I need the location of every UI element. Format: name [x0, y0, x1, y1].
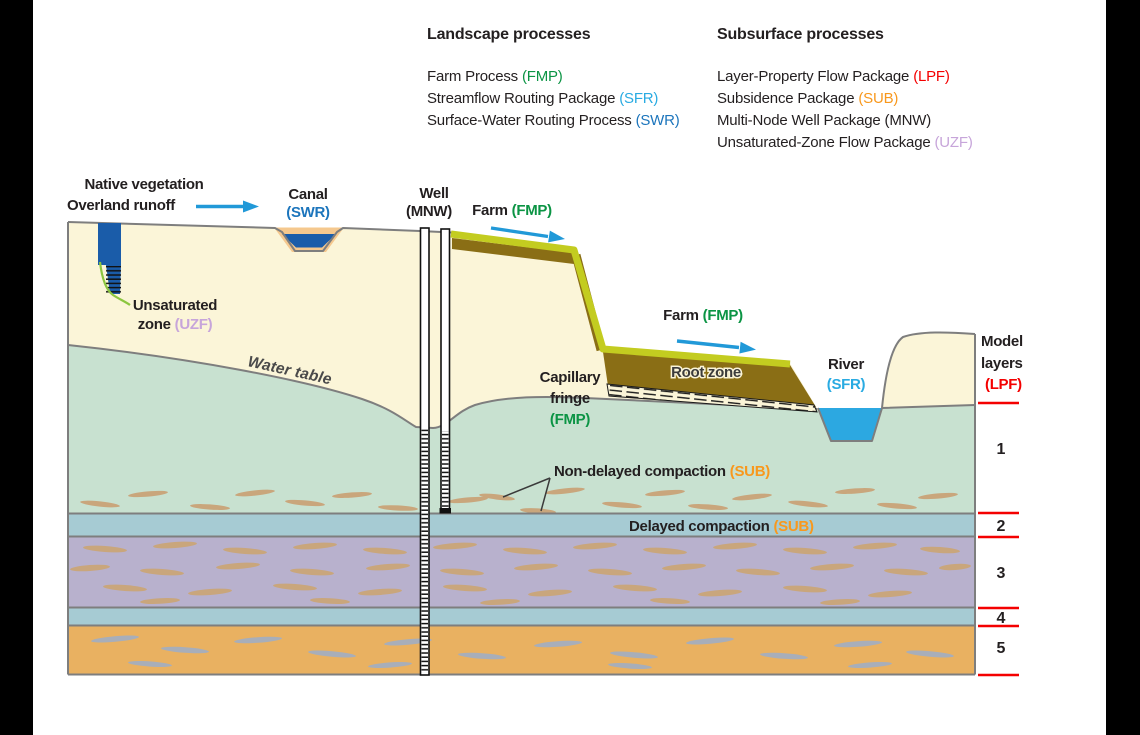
model-layer-1-aquifer [68, 345, 975, 513]
section-border [67, 222, 976, 676]
model-layer-ticks [978, 401, 1019, 677]
model-layers-label-line1: Model [981, 333, 1023, 350]
layer-number-2: 2 [997, 518, 1006, 535]
overland-runoff-label: Overland runoff [67, 197, 176, 214]
arrowhead-icon [548, 230, 565, 243]
sediment-lenses-layer3 [70, 541, 971, 605]
right-black-bar [1106, 0, 1140, 735]
legend-items: Farm Process(FMP) Streamflow Routing Pac… [427, 66, 680, 132]
legend-items: Layer-Property Flow Package(LPF) Subside… [717, 66, 973, 154]
legend-item-uzf: Unsaturated-Zone Flow Package(UZF) [717, 134, 973, 151]
canal-water [282, 234, 336, 248]
right-bank-outline [881, 331, 976, 409]
farm-lower-label: Farm(FMP) [663, 307, 743, 324]
legend-subsurface-processes: Subsurface processes Layer-Property Flow… [717, 26, 973, 154]
root-zone-lower [603, 352, 816, 407]
layer-number-labels: 1 2 3 4 5 [997, 441, 1006, 657]
model-layers-tag: (LPF) [985, 376, 1022, 393]
well-cap-right [439, 508, 451, 514]
river-label: River [828, 356, 864, 373]
root-zone-label: Root zone [671, 364, 741, 381]
legend-landscape-processes: Landscape processes Farm Process(FMP) St… [427, 26, 680, 132]
layer-boundary-lines [68, 512, 975, 627]
legend-title: Subsurface processes [717, 26, 884, 43]
legend-item-swr: Surface-Water Routing Process(SWR) [427, 112, 680, 129]
non-delayed-pointer-lines [502, 477, 551, 512]
river-right-bank [882, 332, 975, 408]
river-outline [817, 407, 883, 442]
legend-item-sfr: Streamflow Routing Package(SFR) [427, 90, 659, 107]
river-tag: (SFR) [827, 376, 866, 393]
land-surface-line [67, 221, 453, 252]
well-label: Well [419, 185, 448, 202]
unsaturated-zone-label-line2: zone(UZF) [138, 316, 213, 333]
water-table-line [67, 344, 976, 429]
canal-tag: (SWR) [286, 204, 330, 221]
layer-number-5: 5 [997, 640, 1006, 657]
unsaturated-zone-label-line1: Unsaturated [133, 297, 217, 314]
arrowhead-icon [739, 341, 756, 354]
arrowhead-icon [243, 200, 259, 213]
layer-number-3: 3 [997, 565, 1006, 582]
river-water [818, 408, 882, 441]
model-layer-4 [68, 608, 975, 626]
flow-arrows [196, 200, 756, 354]
multi-node-well [419, 227, 451, 676]
farm-surface-band [450, 230, 791, 368]
legend-item-sub: Subsidence Package(SUB) [717, 90, 899, 107]
native-vegetation-label: Native vegetation [84, 176, 203, 193]
layer-number-4: 4 [997, 610, 1006, 627]
delayed-compaction-label: Delayed compaction(SUB) [629, 518, 814, 535]
farm-lower-arrow [676, 339, 740, 350]
capillary-fringe-label-line1: Capillary [540, 369, 602, 386]
farm-upper-label: Farm(FMP) [472, 202, 552, 219]
capillary-fringe-tag: (FMP) [550, 411, 590, 428]
uzf-infiltration-plume [98, 223, 131, 306]
canal-label: Canal [288, 186, 327, 203]
root-zone-upper [452, 238, 574, 264]
capillary-fringe-label-line2: fringe [550, 390, 590, 407]
capillary-fringe-hatch [607, 384, 817, 412]
legend-title: Landscape processes [427, 26, 591, 43]
model-layer-2-delayed-compaction-band [68, 514, 975, 537]
model-layers-label-line2: layers [981, 355, 1023, 372]
left-black-bar [0, 0, 33, 735]
model-layer-3 [68, 537, 975, 608]
sediment-lenses-layer1 [80, 487, 958, 514]
well-screen-right [442, 431, 449, 508]
layer-number-1: 1 [997, 441, 1006, 458]
model-layer-5 [68, 626, 975, 674]
legend-item-lpf: Layer-Property Flow Package(LPF) [717, 68, 950, 85]
non-delayed-compaction-label: Non-delayed compaction(SUB) [554, 463, 770, 480]
well-tag: (MNW) [406, 203, 452, 220]
legend-item-mnw: Multi-Node Well Package(MNW) [717, 112, 932, 129]
uzf-outline-pointer [98, 261, 131, 306]
farm-upper-arrow [490, 226, 549, 239]
legend-item-fmp: Farm Process(FMP) [427, 68, 563, 85]
well-screen-left [421, 429, 428, 673]
